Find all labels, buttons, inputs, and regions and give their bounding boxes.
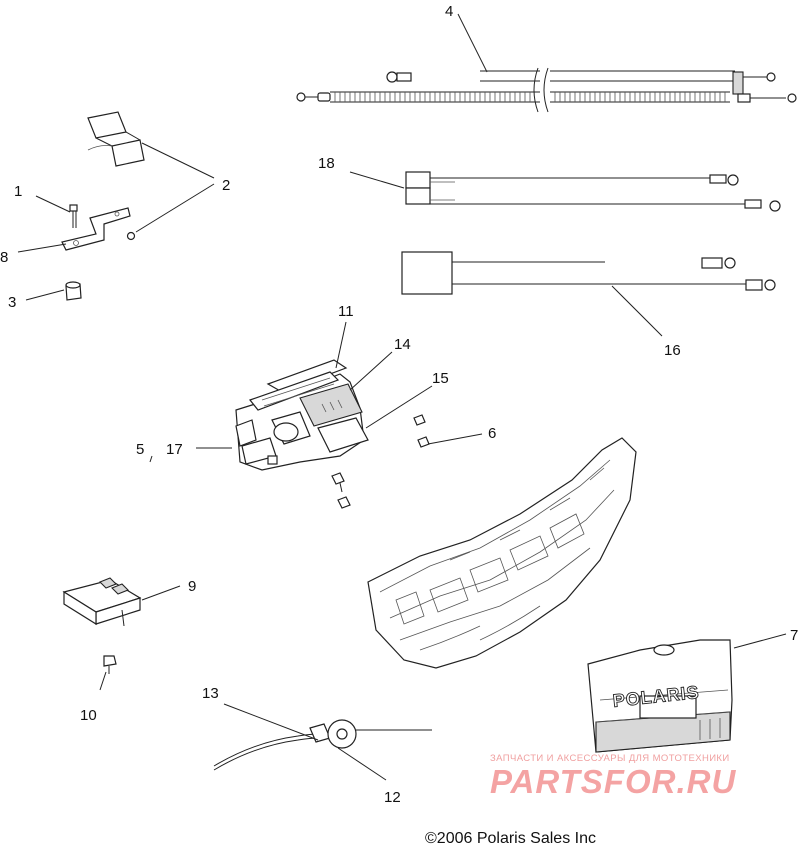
callout-7: 7 (790, 627, 798, 644)
relay-cover-2 (87, 111, 145, 241)
watermark-brand: PARTSFOR.RU (490, 763, 737, 800)
screw-1 (69, 204, 78, 228)
bracket-8 (61, 207, 131, 251)
callout-9: 9 (188, 578, 196, 595)
screw-10 (103, 655, 117, 674)
callout-4: 4 (445, 3, 453, 20)
callout-17: 17 (166, 441, 183, 458)
callout-11: 11 (338, 303, 354, 320)
harness-18 (405, 171, 781, 212)
callout-13: 13 (202, 685, 219, 702)
callout-2: 2 (222, 177, 230, 194)
harness-16 (401, 251, 776, 295)
switch-9 (62, 577, 142, 627)
callout-12: 12 (384, 789, 401, 806)
callout-3: 3 (8, 294, 16, 311)
watermark-tagline: ЗАПЧАСТИ И АКСЕССУАРЫ ДЛЯ МОТОТЕХНИКИ (490, 753, 730, 764)
front-bumper (367, 437, 637, 669)
callout-labels: 4 2 1 8 3 18 16 11 14 15 6 5 17 9 10 13 … (0, 3, 798, 806)
grille-logo-text: POLARIS (612, 682, 701, 711)
bolts-lower (331, 472, 351, 509)
callout-6: 6 (488, 425, 496, 442)
wire-harness-4 (296, 67, 797, 113)
callout-5: 5 (136, 441, 144, 458)
copyright-text: ©2006 Polaris Sales Inc (425, 830, 596, 847)
grille-7: POLARIS (587, 639, 733, 753)
cable-13-clip-12 (213, 719, 432, 771)
callout-18: 18 (318, 155, 335, 172)
headlight-assembly (235, 359, 369, 471)
leader-lines (17, 13, 787, 781)
callout-16: 16 (664, 342, 681, 359)
callout-8: 8 (0, 249, 8, 266)
spacer-3 (65, 281, 82, 301)
callout-10: 10 (80, 707, 97, 724)
bolt-6 (413, 414, 430, 448)
callout-14: 14 (394, 336, 411, 353)
callout-15: 15 (432, 370, 449, 387)
callout-1: 1 (14, 183, 22, 200)
